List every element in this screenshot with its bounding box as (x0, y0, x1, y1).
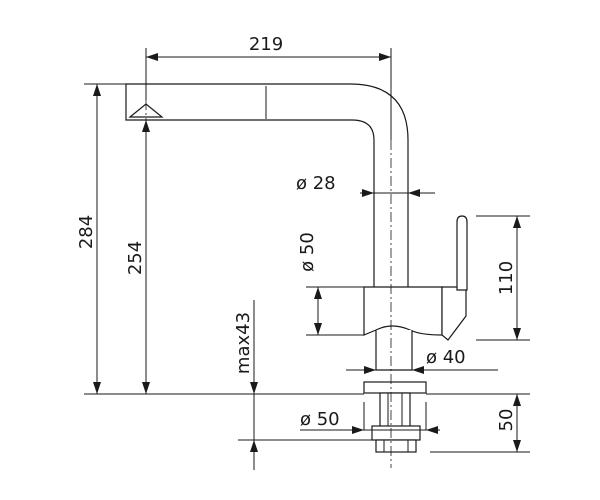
hole-diameter-label: ø 50 (300, 409, 340, 430)
max-thickness-label: max43 (233, 312, 254, 374)
shank-length-label: 50 (496, 409, 517, 432)
reach-label: 219 (249, 34, 283, 55)
shank-nut (375, 439, 417, 453)
base-plate (363, 381, 427, 394)
dimension-lines (93, 53, 521, 452)
total-height-label: 284 (76, 215, 97, 249)
lower-column (375, 330, 413, 371)
spout-height-label: 254 (125, 241, 146, 275)
center-lines (145, 100, 392, 468)
shank-ring (371, 425, 421, 441)
spout-pipe (125, 83, 409, 291)
column-diameter-label: ø 50 (297, 232, 318, 272)
mixer-body (363, 286, 443, 336)
lever-handle (456, 215, 468, 291)
base-diameter-label: ø 40 (426, 347, 466, 368)
dimension-labels: 219 284 254 ø 28 ø 50 110 max43 ø 40 ø 5… (76, 34, 517, 431)
lever-base (441, 286, 467, 341)
lever-height-label: 110 (496, 261, 517, 295)
spout-diameter-label: ø 28 (296, 173, 336, 194)
